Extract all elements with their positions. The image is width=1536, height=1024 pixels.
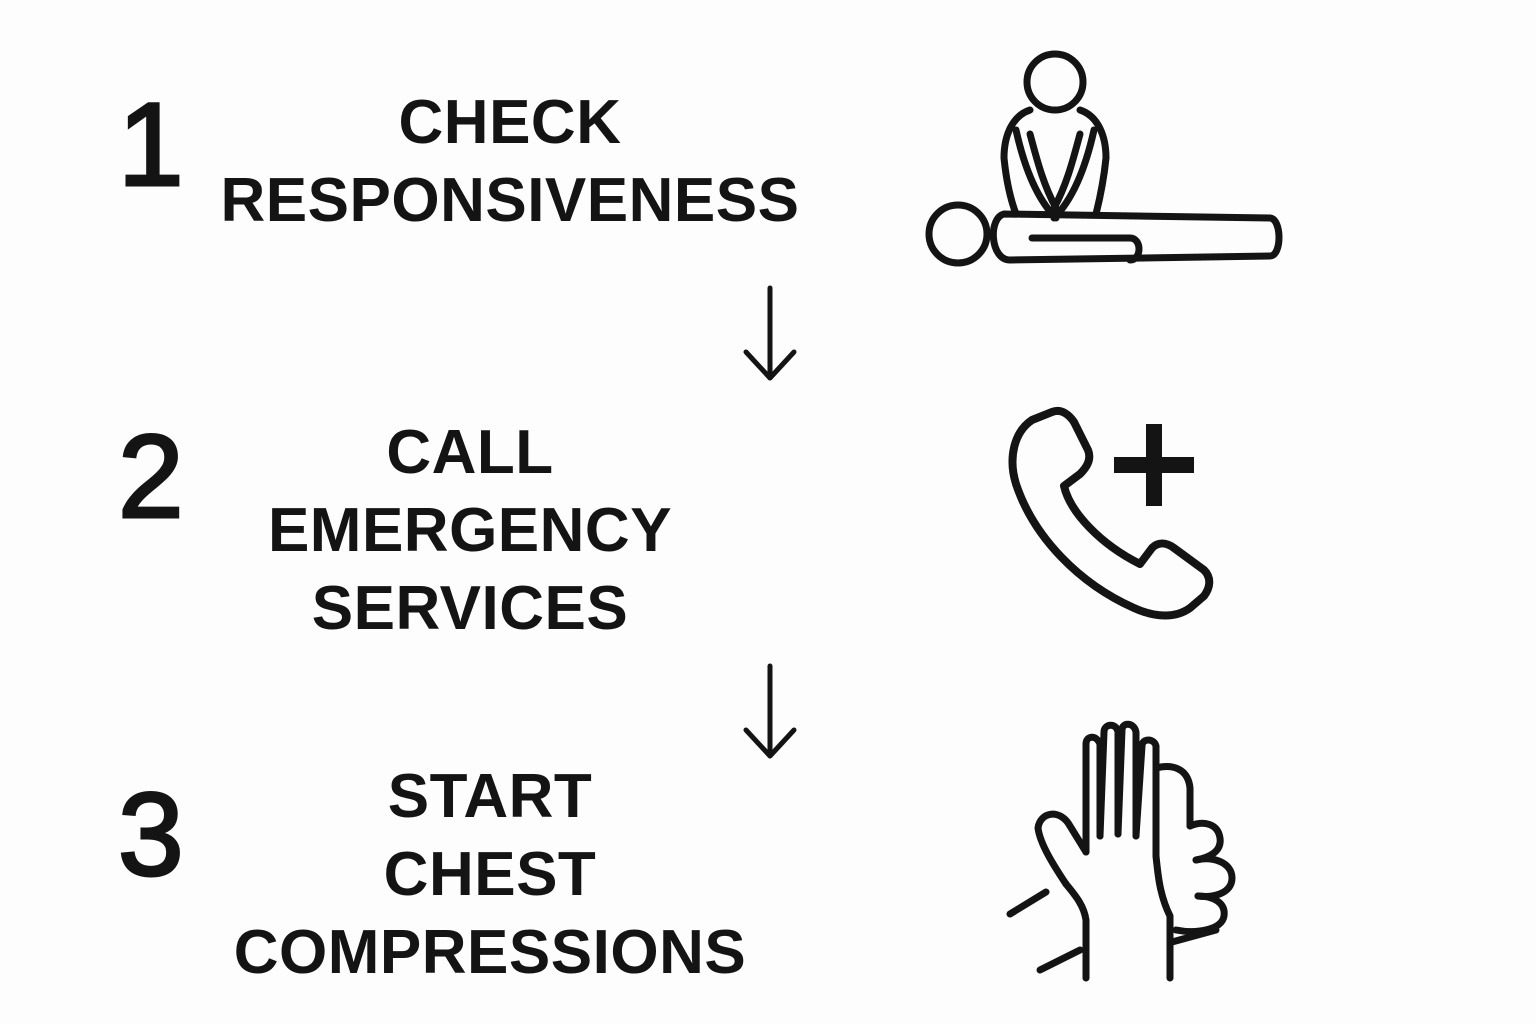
down-arrow-icon bbox=[740, 284, 800, 389]
step-1-number: 1 bbox=[117, 79, 186, 211]
step-3-title-line-2: CHEST bbox=[383, 840, 597, 909]
step-1-title-line-2: RESPONSIVENESS bbox=[220, 166, 800, 235]
step-2-title-line-3: SERVICES bbox=[311, 574, 629, 643]
step-3-title-line-3: COMPRESSIONS bbox=[233, 918, 747, 987]
phone-plus-icon bbox=[1000, 402, 1220, 622]
step-3-title-line-1: START bbox=[387, 762, 593, 831]
down-arrow-icon bbox=[740, 662, 800, 767]
step-2-title-line-2: EMERGENCY bbox=[267, 496, 673, 565]
stacked-hands-icon bbox=[1000, 716, 1250, 986]
step-2-title-line-1: CALL bbox=[386, 418, 554, 487]
step-3-title: START CHEST COMPRESSIONS bbox=[190, 758, 790, 992]
step-3-number: 3 bbox=[117, 769, 186, 901]
step-1-title: CHECK RESPONSIVENESS bbox=[200, 84, 820, 240]
step-2-number: 2 bbox=[117, 411, 186, 543]
cpr-person-icon bbox=[920, 48, 1290, 273]
step-1-title-line-1: CHECK bbox=[398, 88, 622, 157]
step-2-title: CALL EMERGENCY SERVICES bbox=[170, 414, 770, 648]
